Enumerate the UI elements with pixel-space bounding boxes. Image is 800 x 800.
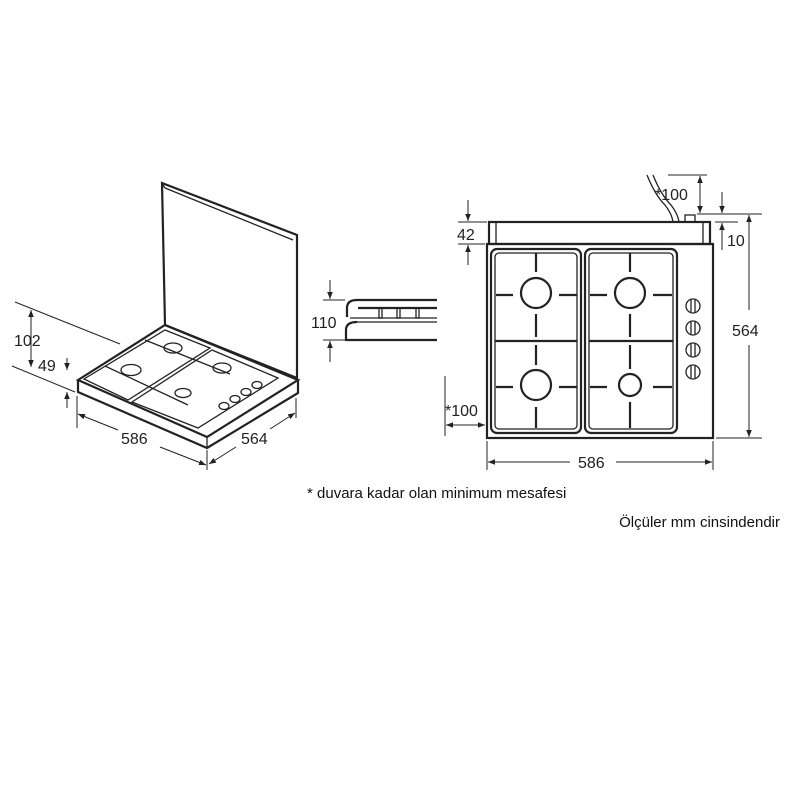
clearance-back-100-label: *100: [655, 187, 688, 204]
burner-icon: [519, 368, 553, 402]
offset-10-label: 10: [727, 233, 745, 250]
knobs: [685, 298, 701, 380]
knob-icon: [685, 298, 701, 314]
side-profile: 110: [311, 280, 437, 362]
backsplash-panel: [160, 181, 299, 380]
hob-body: [75, 323, 301, 450]
perspective-burners: [120, 342, 232, 399]
perspective-knobs: [218, 380, 263, 411]
width-586-label: 586: [578, 455, 605, 472]
knob-icon: [218, 401, 230, 411]
perspective-view: 102 49 586 564: [11, 181, 301, 470]
depth-564-label: 564: [732, 323, 759, 340]
top-view: 42 *100 10 564 *100 586: [444, 174, 762, 472]
height-102-label: 102: [14, 333, 41, 350]
burner-icon: [212, 362, 232, 374]
backsplash-strip: [487, 220, 712, 246]
burner-icon: [163, 342, 183, 354]
clearance-side-100-label: *100: [445, 403, 478, 420]
burner-icon: [174, 387, 192, 399]
knob-icon: [685, 320, 701, 336]
knob-icon: [251, 380, 263, 390]
footnote-text: * duvara kadar olan minimum mesafesi: [307, 485, 567, 502]
burner-icon: [617, 372, 643, 398]
grate-fingers: [496, 253, 672, 428]
units-note: Ölçüler mm cinsindendir: [619, 514, 780, 531]
width-586-label: 586: [121, 431, 148, 448]
knob-icon: [229, 394, 241, 404]
knob-icon: [685, 364, 701, 380]
hob-body-top: [485, 242, 715, 440]
burner-icon: [613, 276, 647, 310]
height-110-label: 110: [311, 315, 337, 332]
burner-icon: [120, 363, 142, 377]
knob-icon: [240, 387, 252, 397]
burner-icon: [519, 276, 553, 310]
depth-564-label: 564: [241, 431, 268, 448]
grate-right: [583, 247, 679, 435]
backsplash-42-label: 42: [457, 227, 475, 244]
grate-left: [489, 247, 583, 435]
height-49-label: 49: [38, 358, 56, 375]
gas-hose: [646, 174, 674, 223]
knob-icon: [685, 342, 701, 358]
